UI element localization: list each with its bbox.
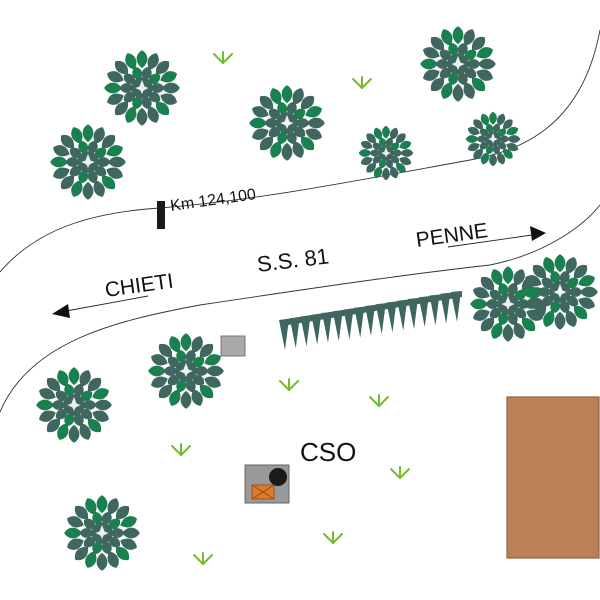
- site-label-cso: CSO: [300, 437, 356, 467]
- grass-tuft-icon: [171, 443, 191, 456]
- hedge-spike: [440, 292, 451, 324]
- hedge-spike: [408, 298, 418, 329]
- tree-icon: [64, 495, 140, 571]
- grass-tuft-icon: [213, 51, 233, 64]
- grass-tuft-icon: [323, 531, 343, 544]
- road-edge-north: [0, 29, 600, 273]
- tree-icon: [36, 367, 112, 443]
- hedge-spike: [429, 294, 440, 326]
- hedge-spike: [365, 305, 375, 336]
- manhole-icon: [269, 468, 287, 486]
- grass-tuft-icon: [390, 466, 410, 479]
- tree-icon: [104, 50, 180, 126]
- km-marker-post: [157, 201, 165, 229]
- junction-box-icon: [251, 484, 275, 500]
- hedge-spike: [418, 296, 429, 328]
- direction-label-penne: PENNE: [414, 219, 489, 252]
- building: [506, 396, 600, 559]
- grass-tuft-icon: [352, 76, 372, 89]
- hedge-spike: [311, 313, 322, 345]
- tree-icon: [358, 125, 414, 181]
- grass-tufts: [171, 51, 410, 565]
- arrow-right-icon: [447, 226, 546, 248]
- hedge-spike: [279, 319, 289, 350]
- hedge-spike: [354, 306, 365, 338]
- grass-tuft-icon: [279, 378, 299, 391]
- tree-icon: [148, 333, 224, 409]
- grass-tuft-icon: [193, 552, 213, 565]
- cso-equipment: [244, 464, 290, 504]
- hedge-spike: [375, 303, 386, 335]
- hedge-spike: [343, 308, 354, 340]
- arrow-left-icon: [52, 295, 149, 318]
- grass-tuft-icon: [369, 394, 389, 407]
- hedge-spike: [322, 312, 332, 343]
- direction-label-chieti: CHIETI: [103, 270, 174, 302]
- utility-cabinet: [220, 335, 246, 357]
- hedge-spike: [386, 301, 397, 333]
- tree-icon: [249, 85, 325, 161]
- hedge-spike: [289, 317, 300, 349]
- road-name-label: S.S. 81: [256, 243, 331, 277]
- hedge-spike: [451, 291, 461, 322]
- hedge-spike: [397, 299, 408, 331]
- km-marker-label: Km 124,100: [169, 186, 257, 215]
- trees: [36, 26, 598, 571]
- tree-icon: [522, 254, 598, 330]
- tree-icon: [465, 111, 521, 167]
- hedge-spike: [332, 310, 343, 342]
- tree-icon: [420, 26, 496, 102]
- hedge-spike: [300, 315, 311, 347]
- hedge: [279, 291, 462, 350]
- tree-icon: [50, 124, 126, 200]
- road-edge-south: [0, 204, 600, 413]
